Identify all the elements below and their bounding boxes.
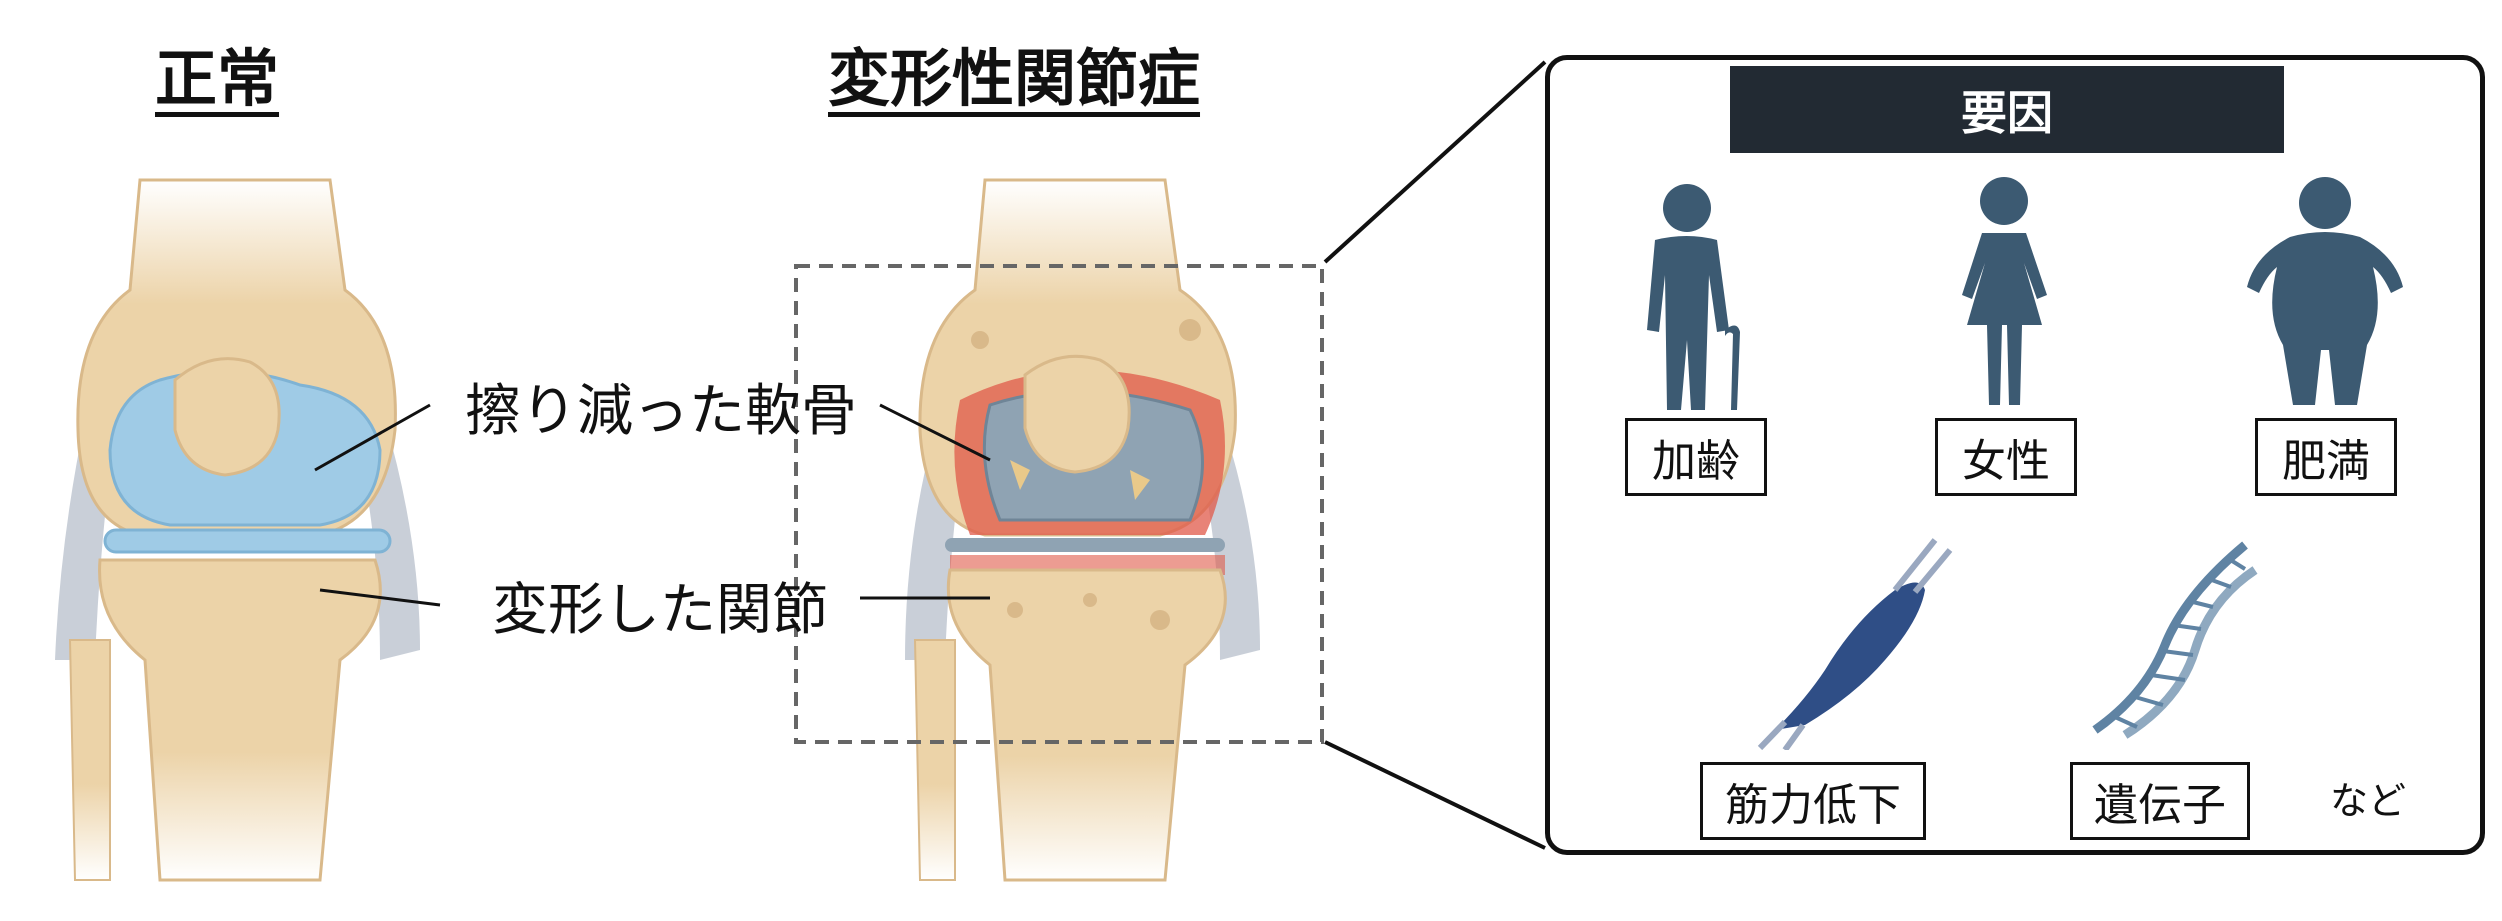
factor-genetics-label: 遺伝子	[2070, 762, 2250, 840]
woman-icon	[1962, 177, 2047, 405]
factor-muscle-weakness-label: 筋力低下	[1700, 762, 1926, 840]
joint-leader-left	[319, 588, 441, 607]
zoom-connector-top	[1323, 60, 1547, 264]
cartilage-leader-right	[879, 403, 991, 462]
muscle-icon	[1757, 538, 1953, 750]
etc-label: など	[2330, 779, 2407, 823]
deformed-joint-label: 変形した関節	[492, 578, 828, 643]
factors-panel	[1545, 55, 2485, 855]
zoom-connector-bottom	[1324, 740, 1546, 850]
oa-knee	[905, 178, 1260, 882]
obese-person-icon	[2247, 177, 2403, 405]
factor-obesity-label: 肥満	[2255, 418, 2397, 496]
factor-aging-label: 加齢	[1625, 418, 1767, 496]
normal-title: 正常	[155, 42, 280, 115]
worn-cartilage-label: 擦り減った軟骨	[465, 379, 857, 444]
factors-header: 要因	[1730, 66, 2284, 153]
dna-icon	[2092, 541, 2258, 739]
normal-knee	[55, 178, 420, 882]
zoom-region-box	[794, 264, 1324, 744]
oa-title: 変形性関節症	[828, 42, 1201, 115]
factor-female-label: 女性	[1935, 418, 2077, 496]
cartilage-leader-left	[314, 403, 431, 472]
elderly-person-icon	[1647, 184, 1740, 410]
